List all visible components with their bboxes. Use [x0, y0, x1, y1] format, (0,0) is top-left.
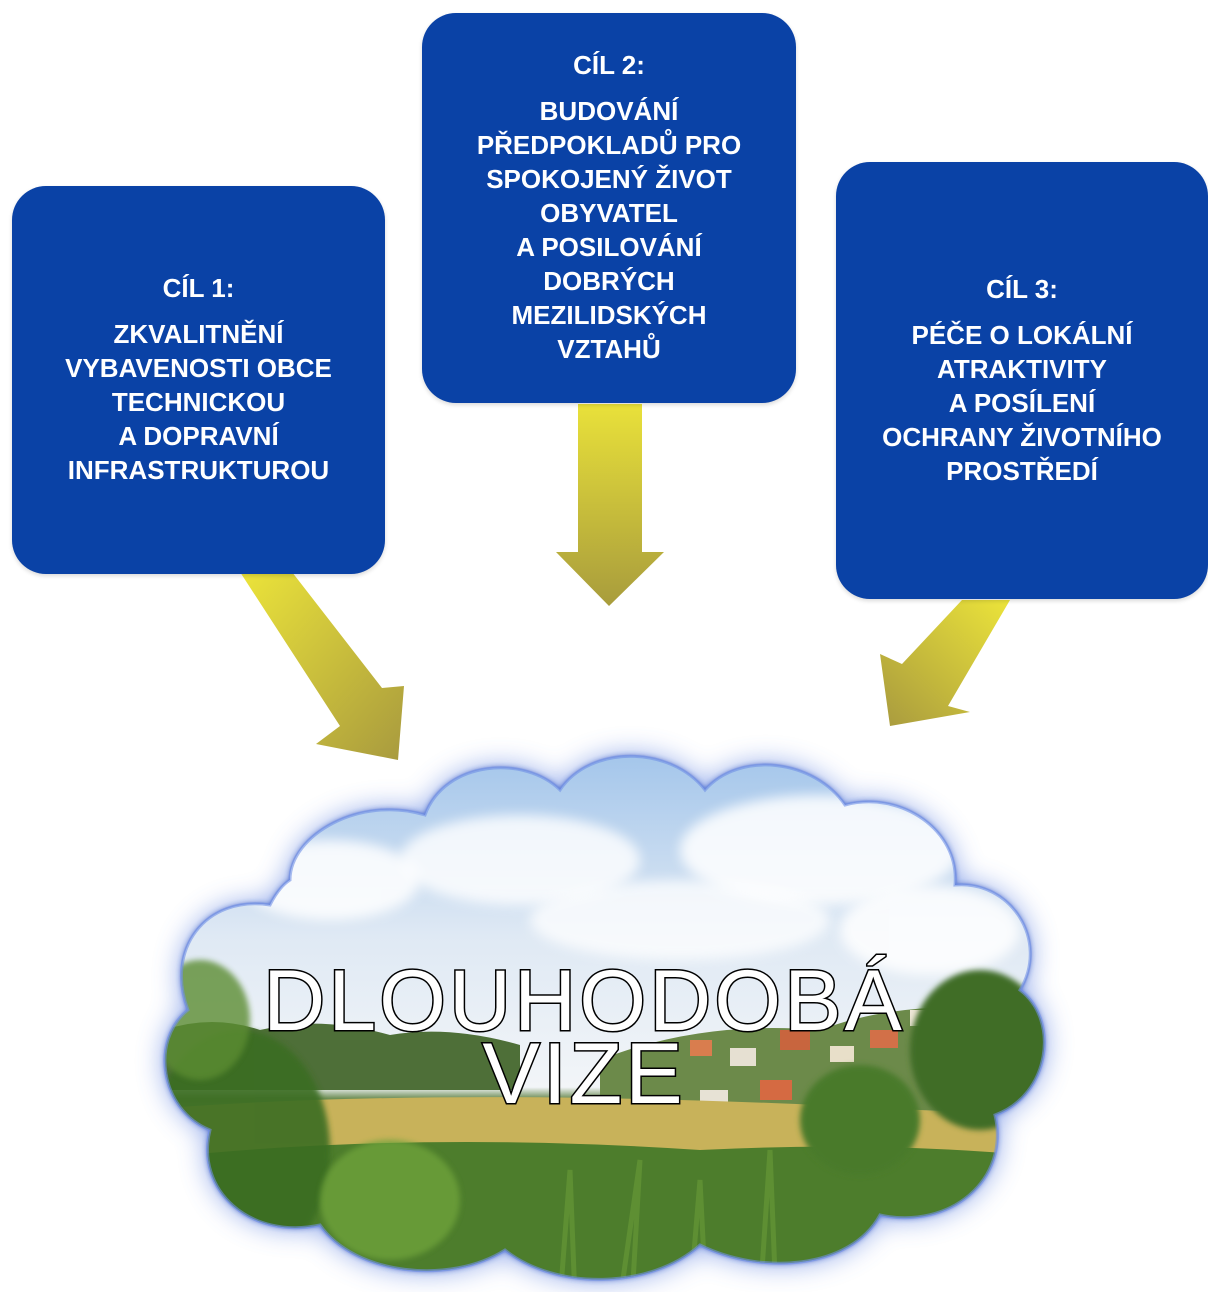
goal-2-text: BUDOVÁNÍ PŘEDPOKLADŮ PRO SPOKOJENÝ ŽIVOT…: [476, 96, 742, 364]
goal-box-1: CÍL 1: ZKVALITNĚNÍ VYBAVENOSTI OBCE TECH…: [12, 186, 385, 574]
arrow-goal-3: [880, 600, 1010, 726]
goal-box-3: CÍL 3: PÉČE O LOKÁLNÍ ATRAKTIVITY A POSÍ…: [836, 162, 1208, 599]
arrow-goal-2: [556, 404, 664, 606]
goal-3-text: PÉČE O LOKÁLNÍ ATRAKTIVITY A POSÍLENÍ OC…: [882, 319, 1162, 486]
goal-box-2: CÍL 2: BUDOVÁNÍ PŘEDPOKLADŮ PRO SPOKOJEN…: [422, 13, 796, 403]
goal-2-label: CÍL 2:: [573, 50, 645, 80]
goal-1-label: CÍL 1:: [162, 273, 235, 303]
arrow-goal-1: [240, 572, 404, 760]
vision-title-line1: DLOUHODOBÁ: [263, 953, 905, 1049]
vision-title-line2: VIZE: [482, 1026, 685, 1122]
goal-3-label: CÍL 3:: [986, 273, 1058, 304]
goal-1-text: ZKVALITNĚNÍ VYBAVENOSTI OBCE TECHNICKOU …: [65, 319, 332, 485]
